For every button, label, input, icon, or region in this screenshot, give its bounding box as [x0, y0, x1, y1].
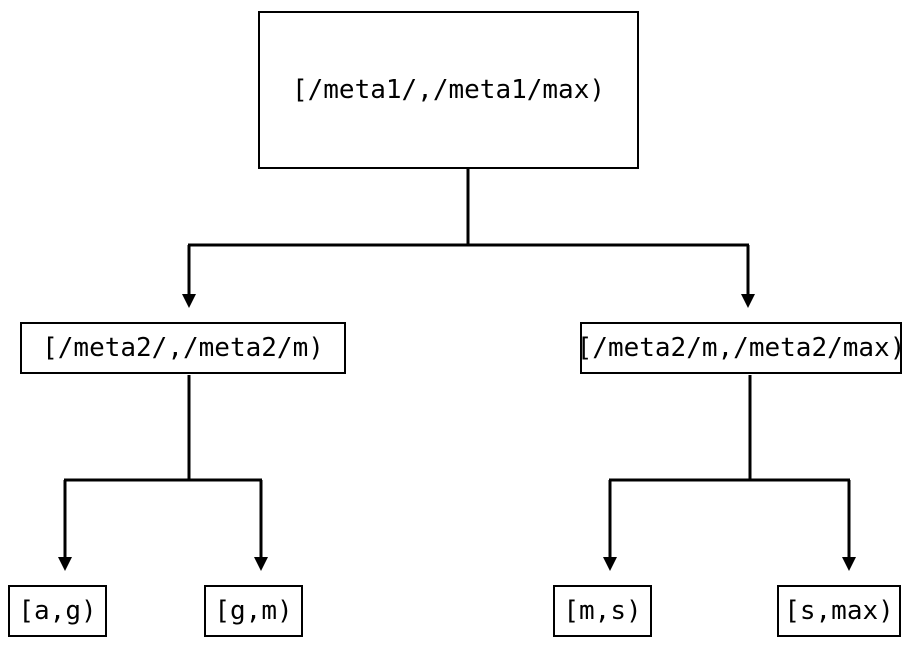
arrowhead-to-mid-right: [741, 294, 755, 308]
tree-node-leaf-ms[interactable]: [m,s): [553, 585, 652, 637]
tree-node-leaf-smax[interactable]: [s,max): [777, 585, 901, 637]
edge-mid-right-to-leaves: [603, 375, 856, 571]
arrowhead-to-leaf-gm: [254, 557, 268, 571]
arrowhead-to-mid-left: [182, 294, 196, 308]
tree-node-leaf-gm[interactable]: [g,m): [204, 585, 303, 637]
tree-node-mid-right[interactable]: [/meta2/m,/meta2/max): [577, 322, 905, 374]
edge-mid-left-to-leaves: [58, 375, 268, 571]
tree-node-root[interactable]: [/meta1/,/meta1/max): [258, 11, 639, 169]
edge-root-to-mid-level: [182, 169, 755, 308]
arrowhead-to-leaf-ag: [58, 557, 72, 571]
arrowhead-to-leaf-smax: [842, 557, 856, 571]
arrowhead-to-leaf-ms: [603, 557, 617, 571]
tree-node-mid-left[interactable]: [/meta2/,/meta2/m): [20, 322, 346, 374]
tree-node-leaf-ag[interactable]: [a,g): [8, 585, 107, 637]
